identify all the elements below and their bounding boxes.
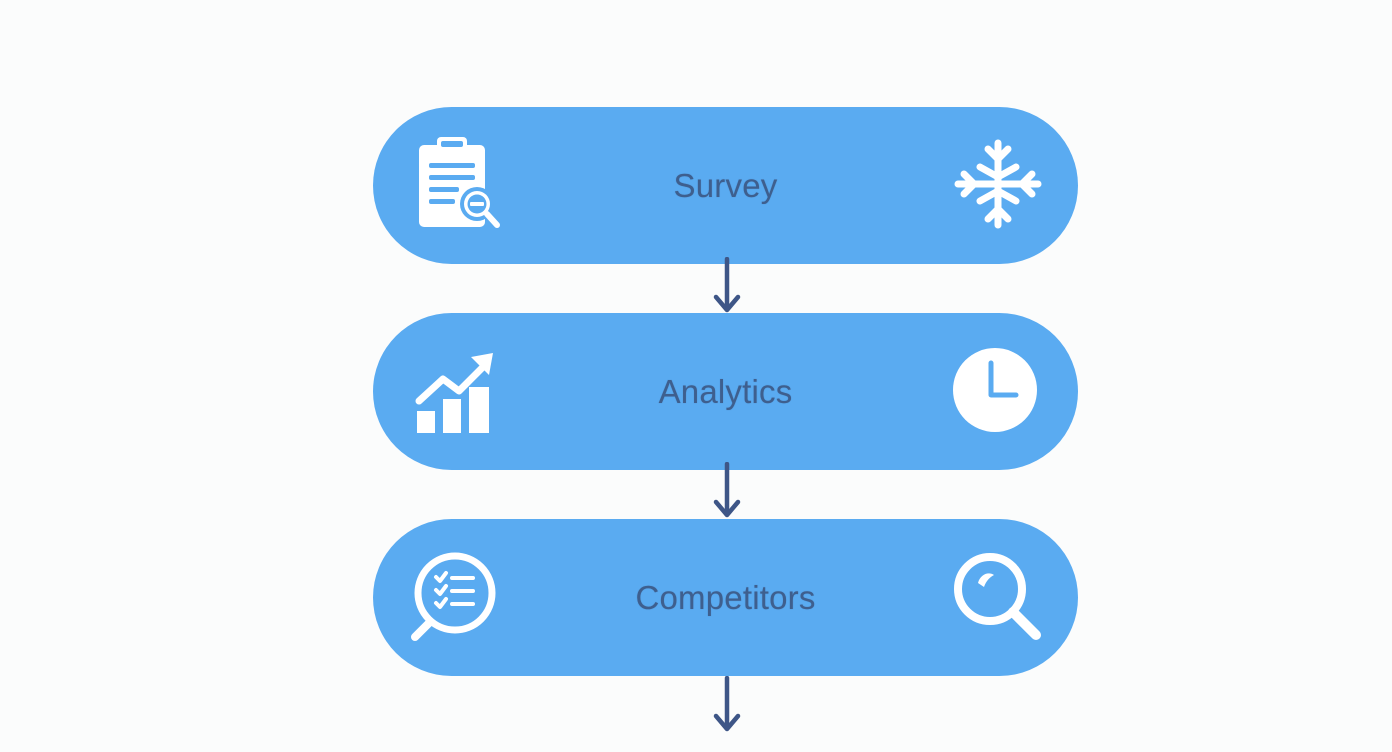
clock-icon bbox=[950, 343, 1046, 439]
step-competitors: Competitors bbox=[373, 519, 1078, 676]
step-label: Survey bbox=[673, 166, 778, 204]
magnifier-icon bbox=[950, 549, 1046, 645]
step-survey: Survey bbox=[373, 107, 1078, 264]
checklist-magnifier-icon bbox=[409, 549, 505, 645]
clipboard-search-icon bbox=[409, 137, 505, 233]
step-label: Competitors bbox=[635, 578, 816, 616]
growth-chart-icon bbox=[409, 343, 505, 439]
snowflake-icon bbox=[950, 137, 1046, 233]
flow-arrow bbox=[713, 462, 741, 518]
flow-arrow bbox=[713, 676, 741, 732]
step-analytics: Analytics bbox=[373, 313, 1078, 470]
flow-arrow bbox=[713, 257, 741, 313]
step-label: Analytics bbox=[658, 372, 793, 410]
